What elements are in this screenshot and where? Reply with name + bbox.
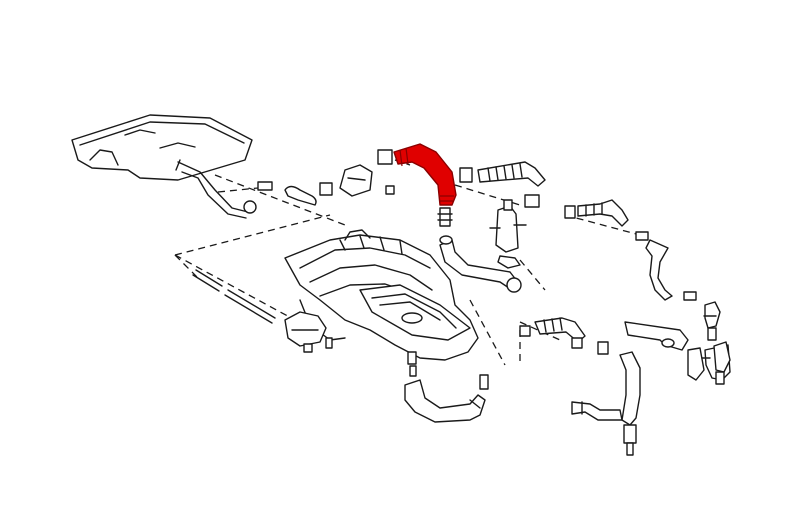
center-t-fitting-icon — [489, 199, 527, 269]
middle-corrugated-hose-icon — [519, 317, 586, 349]
lower-right-valve-icon — [713, 341, 731, 385]
corrugated-hose-icon — [459, 161, 546, 208]
lower-fittings-icon — [407, 351, 489, 390]
vacuum-valve-icon — [284, 311, 333, 353]
valve-cover-icon — [71, 114, 253, 181]
rods-icon — [192, 269, 276, 324]
center-bent-hose-icon — [439, 235, 522, 293]
hose-connector-icon — [437, 207, 453, 227]
cover-hose-icon — [175, 159, 257, 219]
dashed-leader-lines — [174, 159, 641, 366]
breather-hose-icon — [393, 143, 457, 206]
lower-middle-hose-icon — [571, 401, 623, 421]
upper-fittings-icon — [257, 149, 395, 206]
middle-right-hose-icon — [597, 321, 689, 355]
lower-u-hose-icon — [404, 379, 486, 423]
lower-right-s-hose-icon — [619, 351, 641, 456]
right-corrugated-hose-icon — [564, 199, 697, 301]
intake-manifold-icon — [284, 229, 479, 361]
